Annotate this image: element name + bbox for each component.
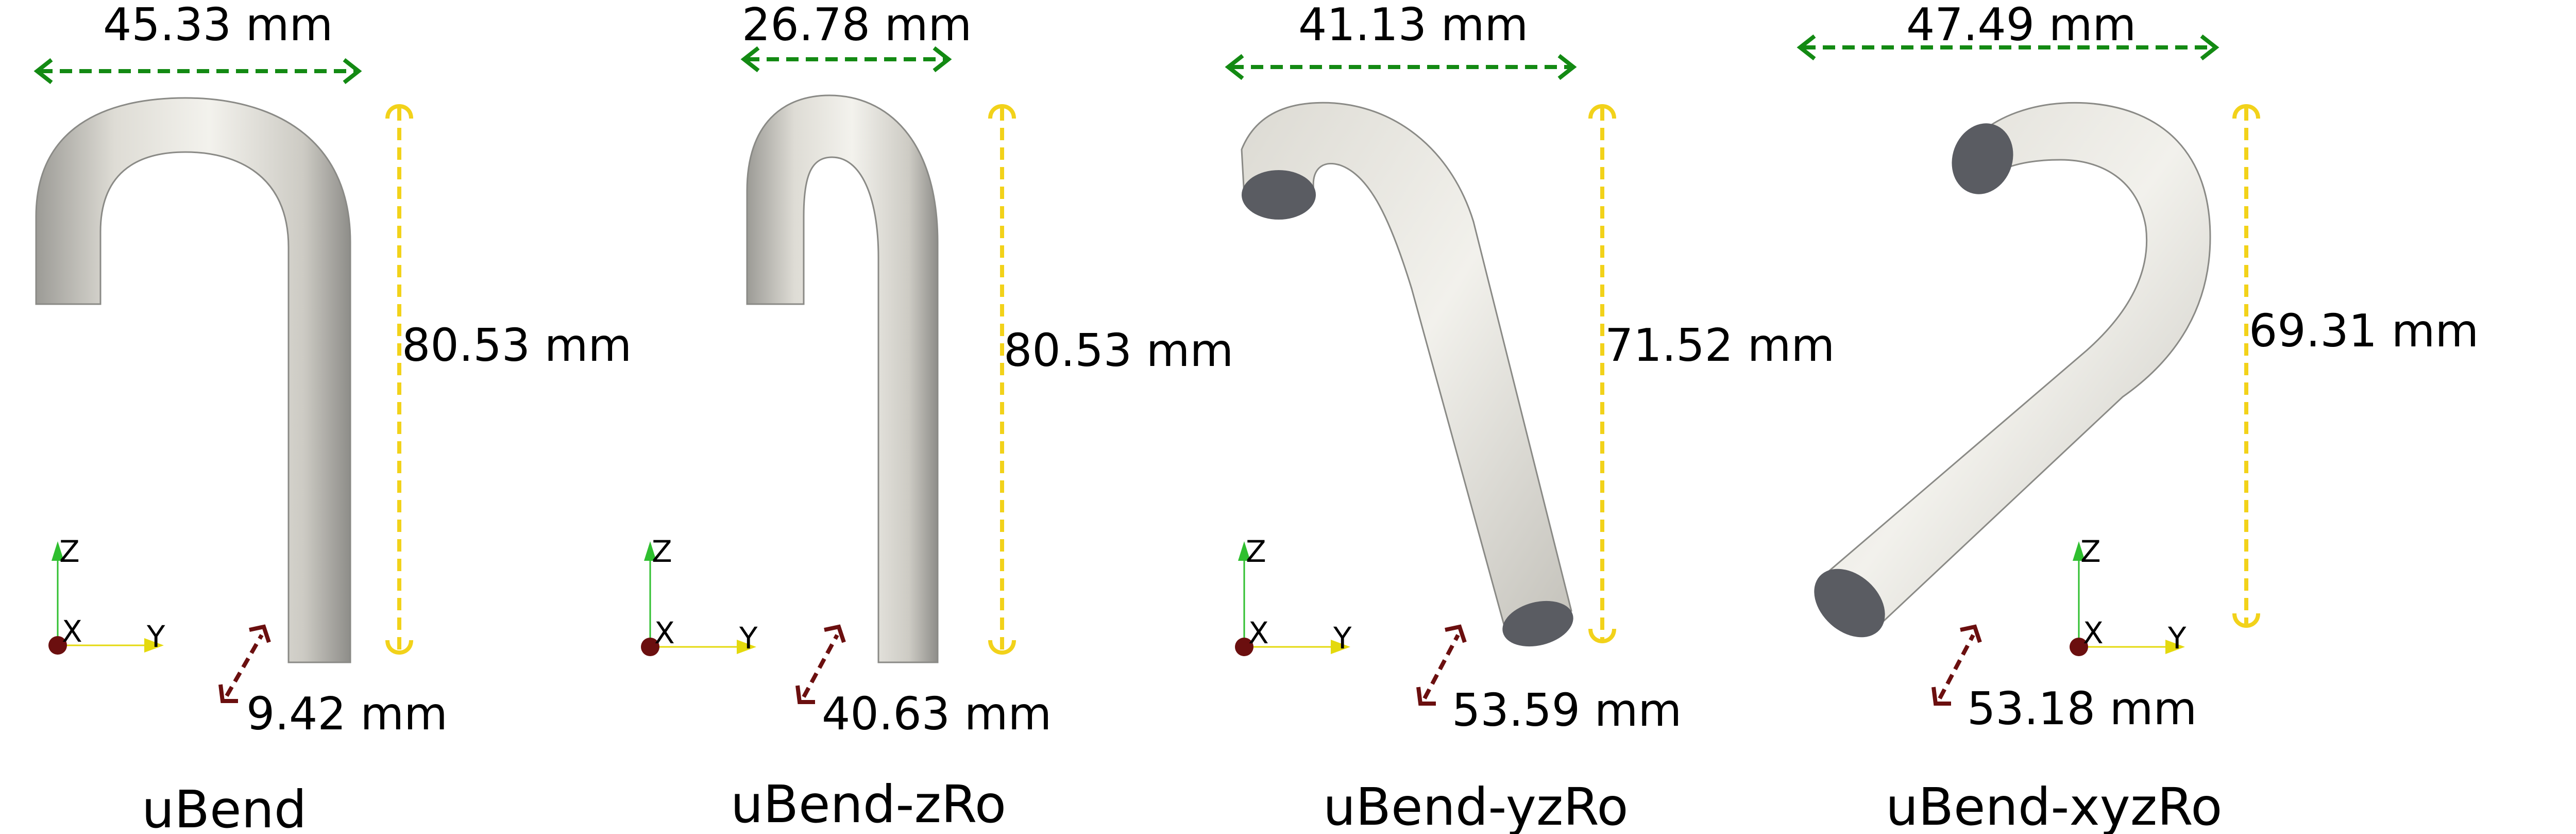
tube-end-cap — [1814, 569, 1885, 638]
depth-label: 9.42 mm — [246, 688, 448, 740]
axis-x-label: X — [2083, 615, 2104, 650]
width-label: 26.78 mm — [742, 0, 972, 51]
panel-caption: uBend-xyzRo — [1886, 777, 2222, 834]
width-dimension — [1225, 54, 1577, 80]
tube-end-cap — [1502, 601, 1573, 647]
z-axis-arrow-icon — [644, 541, 656, 561]
y-axis-arrow-icon — [144, 638, 164, 653]
height-dimension — [385, 104, 413, 655]
height-label: 80.53 mm — [1004, 324, 1233, 377]
axis-y-label: Y — [146, 619, 165, 654]
depth-label: 53.59 mm — [1452, 684, 1682, 737]
axis-y-label: Y — [1333, 621, 1352, 656]
orientation-axes: Z X Y — [2070, 534, 2187, 656]
orientation-axes: Z X Y — [1235, 534, 1352, 656]
tube-shape — [35, 97, 351, 663]
axis-z-label: Z — [652, 534, 672, 569]
tube-end-cap — [1242, 170, 1316, 220]
tube-shape — [1814, 102, 2211, 638]
depth-label: 40.63 mm — [822, 688, 1052, 740]
z-axis-arrow-icon — [52, 541, 64, 561]
height-label: 71.52 mm — [1605, 319, 1835, 372]
width-label: 41.13 mm — [1298, 0, 1528, 51]
axis-x-label: X — [62, 614, 82, 649]
height-dimension — [2232, 104, 2260, 628]
panel-ubend: 45.33 mm 80.53 mm 9.42 mm Z X Y — [33, 0, 632, 834]
axis-y-label: Y — [2167, 621, 2187, 656]
depth-label: 53.18 mm — [1967, 682, 2197, 735]
orientation-axes: Z X Y — [641, 534, 758, 656]
depth-dimension — [795, 624, 846, 704]
y-axis-arrow-icon — [737, 640, 756, 654]
depth-dimension — [218, 624, 271, 703]
tube-shape — [746, 94, 939, 663]
panel-ubend-xyzro: 47.49 mm 69.31 mm 53.18 mm Z X Y — [1797, 0, 2479, 834]
height-label: 69.31 mm — [2249, 305, 2479, 357]
depth-dimension — [1416, 624, 1467, 706]
width-dimension — [1797, 34, 2219, 61]
y-axis-arrow-icon — [1331, 640, 1350, 654]
panel-ubend-yzro: 41.13 mm 71.52 mm 53.59 mm Z X Y — [1225, 0, 1835, 834]
axis-x-label: X — [654, 615, 675, 650]
z-axis-arrow-icon — [2073, 541, 2085, 561]
x-axis-dot-icon — [641, 638, 659, 656]
x-axis-dot-icon — [2070, 638, 2088, 656]
y-axis-arrow-icon — [2165, 640, 2185, 654]
z-axis-arrow-icon — [1238, 541, 1250, 561]
height-dimension — [988, 104, 1016, 655]
axis-z-label: Z — [1246, 534, 1266, 569]
tube-end-cap — [1952, 123, 2013, 194]
panel-caption: uBend-yzRo — [1323, 777, 1629, 834]
height-label: 80.53 mm — [402, 319, 632, 372]
axis-z-label: Z — [2080, 534, 2101, 569]
depth-dimension — [1931, 624, 1982, 706]
width-label: 47.49 mm — [1906, 0, 2136, 51]
width-dimension — [33, 58, 362, 85]
x-axis-dot-icon — [1235, 638, 1253, 656]
height-dimension — [1588, 104, 1616, 643]
width-label: 45.33 mm — [103, 0, 333, 51]
panel-caption: uBend-zRo — [731, 774, 1006, 834]
width-dimension — [740, 46, 952, 73]
axis-x-label: X — [1248, 615, 1269, 650]
tube-shape — [1241, 102, 1573, 647]
orientation-axes: Z X Y — [48, 534, 165, 655]
x-axis-dot-icon — [48, 636, 67, 655]
axis-z-label: Z — [59, 534, 80, 569]
axis-y-label: Y — [739, 621, 758, 656]
panel-caption: uBend — [142, 779, 307, 834]
panel-ubend-zro: 26.78 mm 80.53 mm 40.63 mm Z X Y uBend-z… — [641, 0, 1233, 834]
